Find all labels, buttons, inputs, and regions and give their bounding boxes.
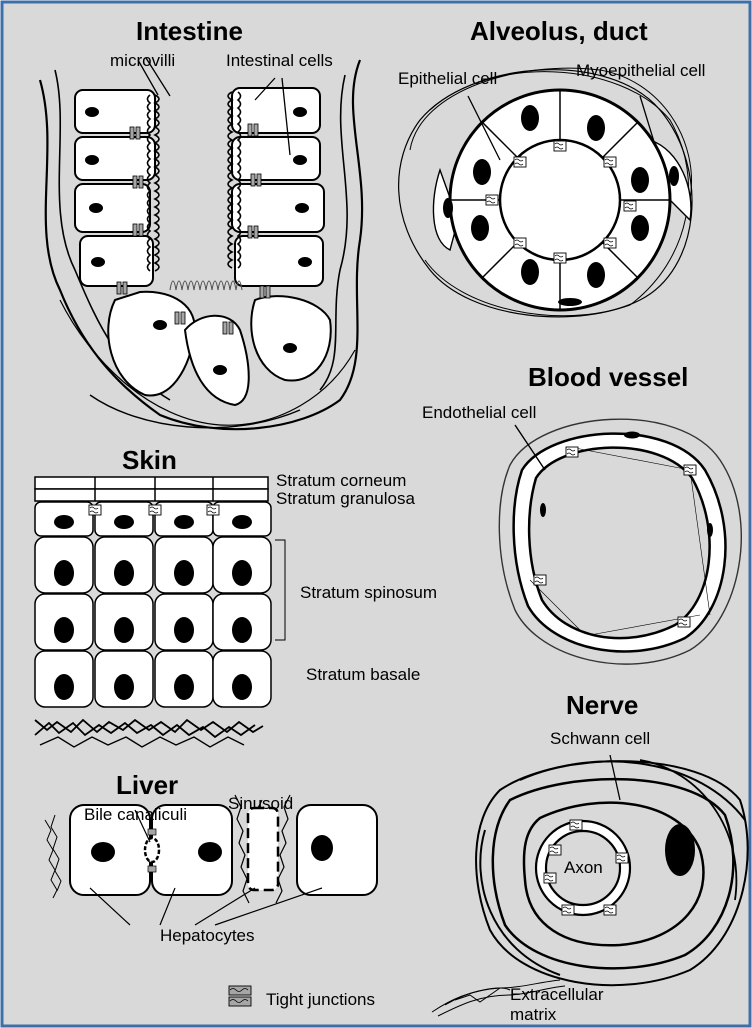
blood-vessel-title: Blood vessel	[528, 364, 688, 390]
tight-junctions-legend-label: Tight junctions	[266, 991, 375, 1008]
stratum-basale-label: Stratum basale	[306, 666, 420, 683]
endothelial-cell-label: Endothelial cell	[422, 404, 536, 421]
hepatocytes-label: Hepatocytes	[160, 927, 255, 944]
myoepithelial-cell-label: Myoepithelial cell	[576, 62, 705, 79]
stratum-corneum-label: Stratum corneum	[276, 472, 406, 489]
extracellular-matrix-legend-label-2: matrix	[510, 1006, 556, 1023]
microvilli-label: microvilli	[110, 52, 175, 69]
bile-canaliculi-label: Bile canaliculi	[84, 806, 187, 823]
liver-title: Liver	[116, 772, 178, 798]
stratum-spinosum-label: Stratum spinosum	[300, 584, 437, 601]
sinusoid-label: Sinusoid	[228, 795, 293, 812]
extracellular-matrix-legend-label-1: Extracellular	[510, 986, 604, 1003]
schwann-cell-label: Schwann cell	[550, 730, 650, 747]
nerve-schwann-nucleus	[665, 824, 695, 876]
axon-label: Axon	[564, 859, 603, 876]
stratum-granulosa-label: Stratum granulosa	[276, 490, 415, 507]
intestinal-cells-label: Intestinal cells	[226, 52, 333, 69]
epithelial-cell-label: Epithelial cell	[398, 70, 497, 87]
skin-title: Skin	[122, 447, 177, 473]
intestine-title: Intestine	[136, 18, 243, 44]
nerve-title: Nerve	[566, 692, 638, 718]
alveolus-title: Alveolus, duct	[470, 18, 648, 44]
